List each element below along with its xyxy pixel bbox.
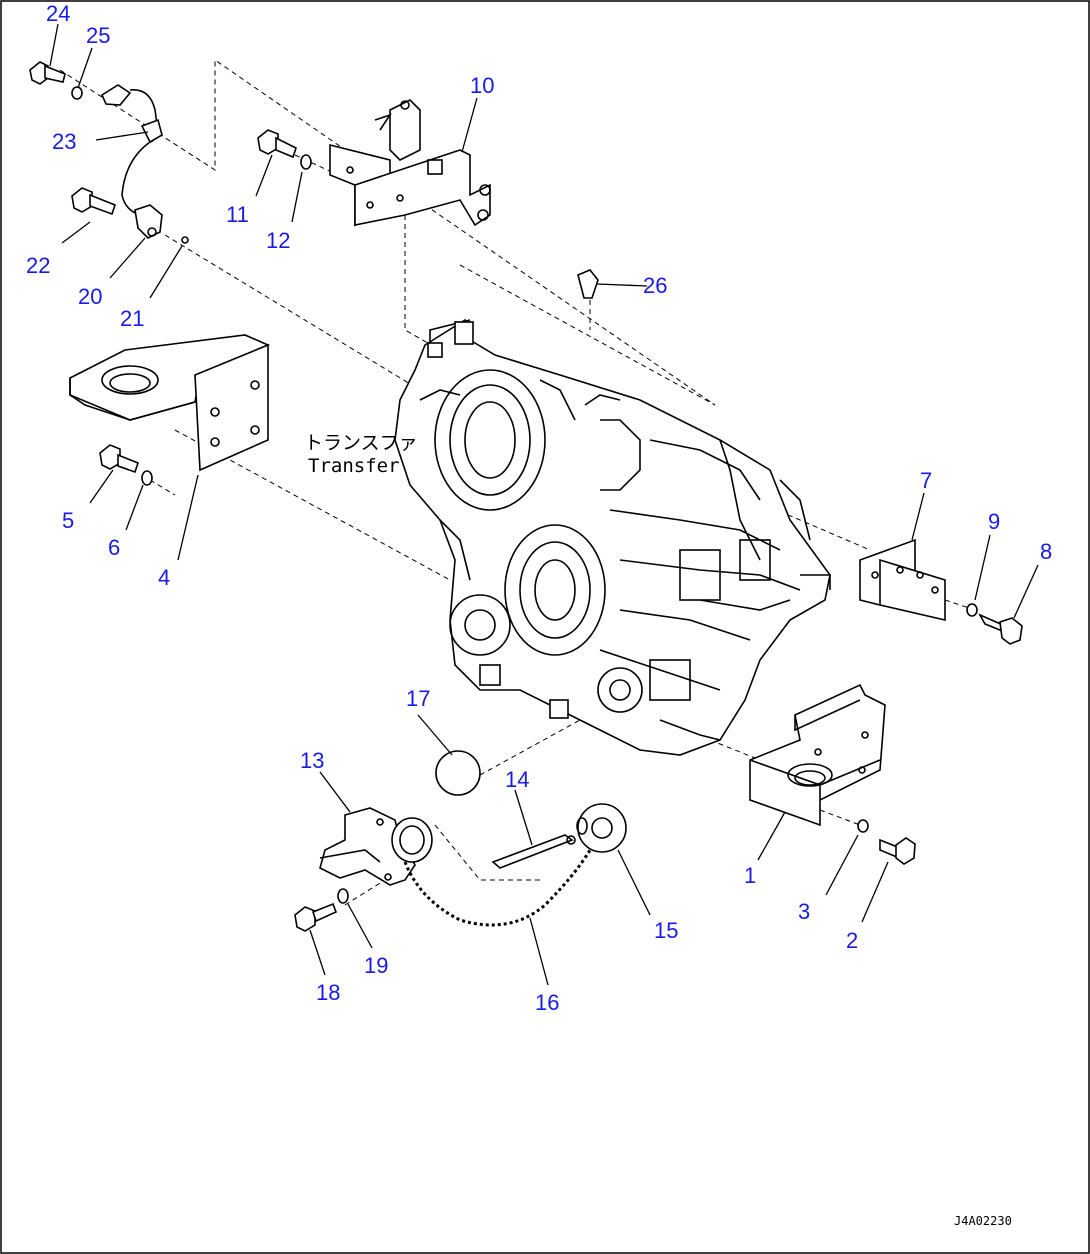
callout-24: 24: [46, 1, 70, 26]
callout-11: 11: [226, 202, 249, 227]
callout-6: 6: [108, 535, 120, 560]
plug-17: [435, 750, 481, 796]
transfer-label-jp: トランスファ: [304, 432, 418, 454]
washer-25: [71, 86, 83, 100]
callout-21: 21: [120, 306, 144, 331]
washer-19: [337, 888, 349, 904]
callout-12: 12: [266, 228, 290, 253]
bolt-2: [879, 837, 916, 865]
callout-19: 19: [364, 953, 388, 978]
bolt-24: [29, 61, 66, 85]
bolt-18: [294, 902, 338, 932]
callout-labels: 1 2 3 4 5 6 7 8 9 10 11 12 13 14 15 16 1…: [26, 1, 1052, 1015]
bracket-lower-right-1: [749, 683, 886, 827]
sensor-harness: [100, 84, 163, 239]
o-ring-21: [181, 236, 189, 244]
callout-23: 23: [52, 129, 76, 154]
callout-7: 7: [920, 468, 932, 493]
callout-5: 5: [62, 508, 74, 533]
callout-4: 4: [158, 565, 170, 590]
cap-holder-13: [319, 807, 433, 886]
callout-8: 8: [1040, 539, 1052, 564]
callout-22: 22: [26, 253, 50, 278]
washer-12: [300, 154, 312, 170]
bracket-left-4: [69, 334, 270, 472]
transfer-label-en: Transfer: [308, 455, 400, 477]
leader-lines: [49, 23, 1039, 986]
callout-16: 16: [535, 990, 559, 1015]
transfer-case: [394, 318, 831, 756]
cap-15: [576, 803, 627, 853]
chain-16: [403, 849, 592, 927]
callout-2: 2: [846, 928, 858, 953]
washer-9: [966, 603, 978, 617]
callout-14: 14: [505, 767, 529, 792]
callout-10: 10: [470, 73, 494, 98]
callout-13: 13: [300, 748, 324, 773]
washer-3: [857, 819, 869, 833]
bracket-right-7: [859, 538, 946, 622]
drawing-code: J4A02230: [954, 1214, 1012, 1228]
callout-15: 15: [654, 918, 678, 943]
plug-26: [577, 269, 599, 299]
bracket-top-10: [329, 99, 491, 227]
washer-6: [141, 470, 153, 486]
callout-20: 20: [78, 284, 102, 309]
bolt-5: [99, 444, 139, 474]
callout-26: 26: [643, 273, 667, 298]
callout-1: 1: [744, 863, 756, 888]
callout-3: 3: [798, 899, 810, 924]
callout-9: 9: [988, 509, 1000, 534]
callout-18: 18: [316, 980, 340, 1005]
callout-17: 17: [406, 686, 430, 711]
bolt-11: [257, 129, 297, 159]
pin-14: [491, 834, 576, 869]
callout-25: 25: [86, 23, 110, 48]
bolt-22: [71, 187, 116, 216]
bolt-8: [978, 613, 1023, 645]
